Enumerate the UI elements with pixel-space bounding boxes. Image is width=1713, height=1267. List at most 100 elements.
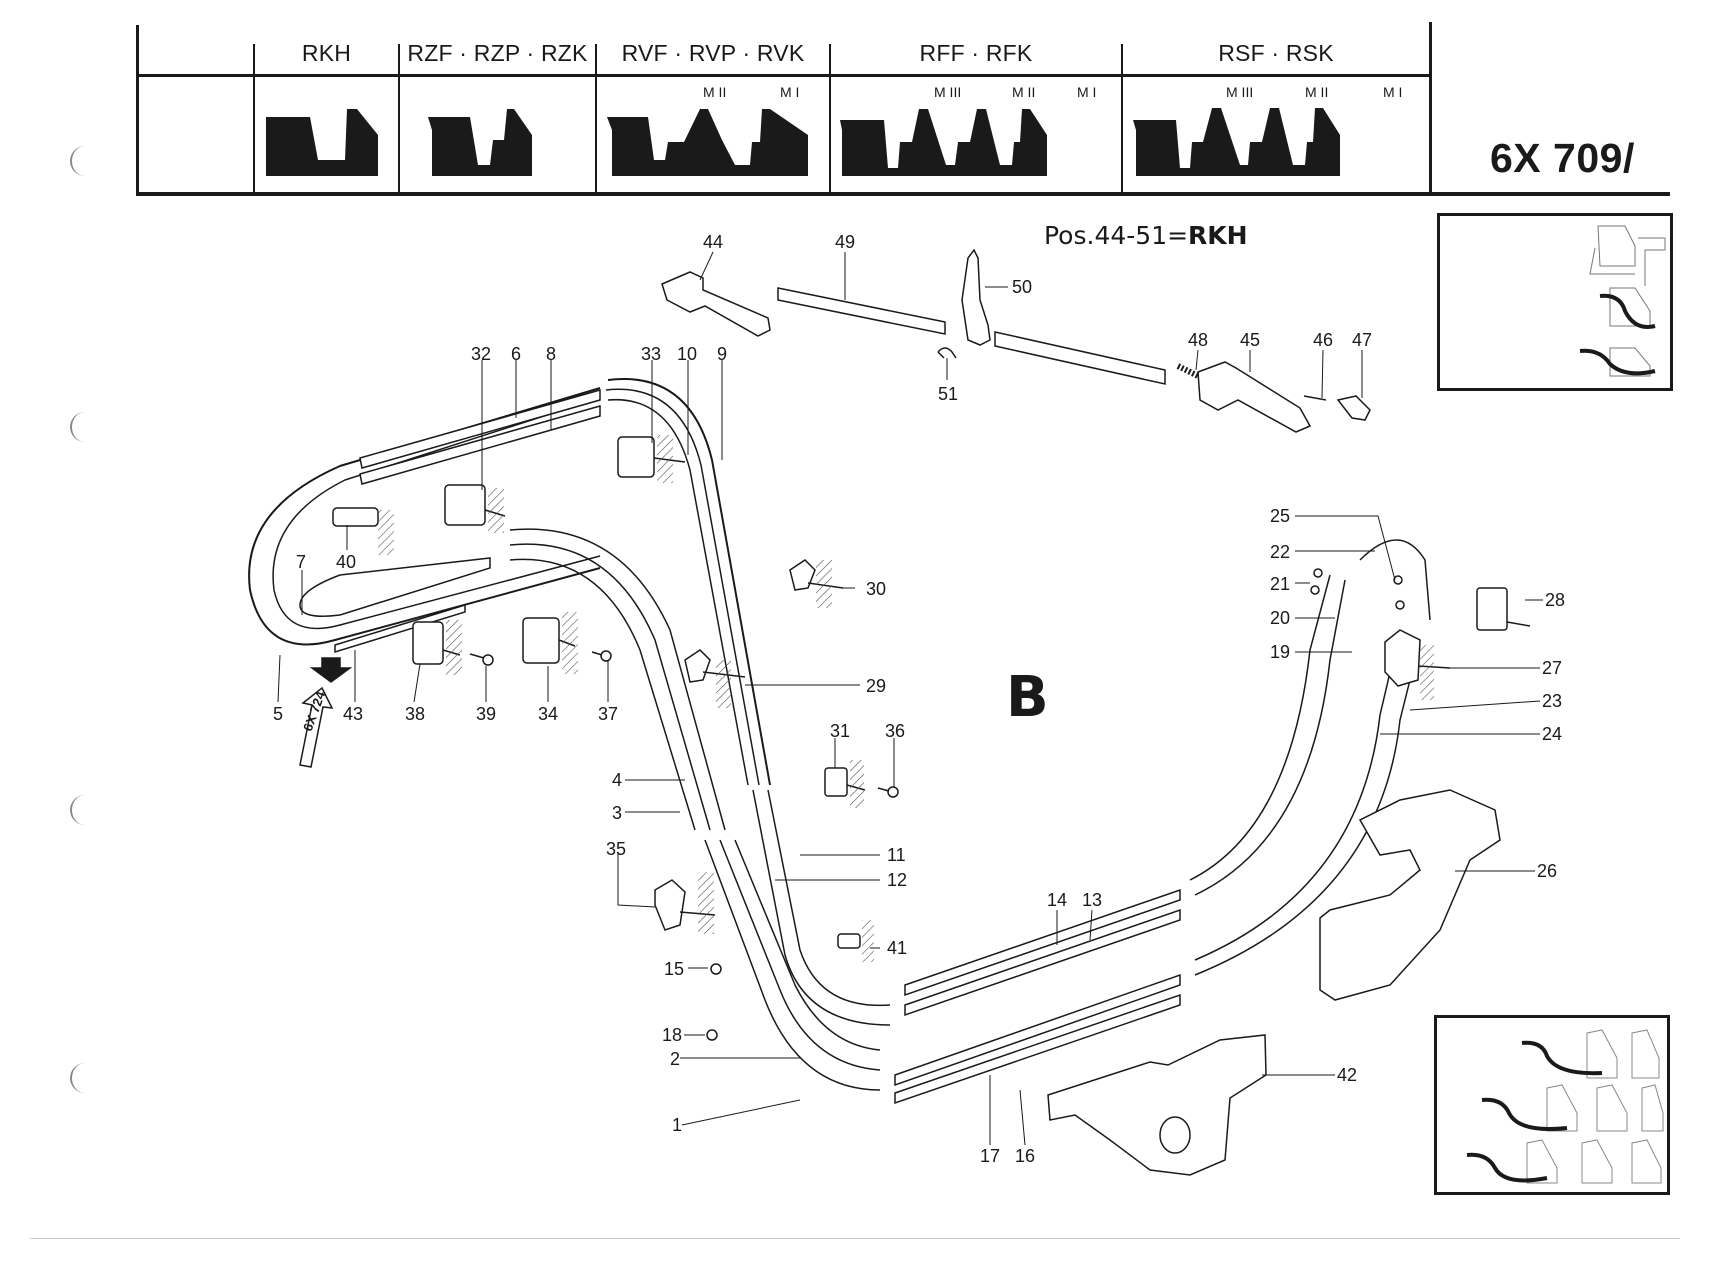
block-33 <box>617 435 686 483</box>
callout-19: 19 <box>1270 642 1291 662</box>
column-title-rsf-rsk: RSF · RSK <box>1218 40 1334 66</box>
screws-21 <box>1310 568 1323 595</box>
rail-2-outer <box>734 839 881 1051</box>
callout-49: 49 <box>835 232 856 252</box>
column-title-rvf-rvp-rvk: RVF · RVP · RVK <box>621 40 805 66</box>
page-bottom-edge <box>30 1238 1680 1239</box>
callout-4: 4 <box>612 770 623 790</box>
rail-22 <box>1359 539 1431 621</box>
profile-rkh-icon <box>266 109 378 176</box>
callout-2: 2 <box>670 1049 681 1069</box>
block-34 <box>522 612 578 674</box>
callout-28: 28 <box>1545 590 1566 610</box>
variant-label: M I <box>1383 84 1403 100</box>
inset-top-drawing <box>1579 225 1666 377</box>
callout-30: 30 <box>866 579 887 599</box>
clip-51 <box>937 347 957 359</box>
screw-15 <box>710 963 722 975</box>
profile-rvf-icon <box>607 109 808 176</box>
rail-11 <box>767 789 891 1007</box>
rail-20 <box>1189 574 1331 881</box>
profile-rzf-icon <box>428 109 532 176</box>
rail-13 <box>904 908 1181 1017</box>
callout-47: 47 <box>1352 330 1373 350</box>
callout-39: 39 <box>476 704 497 724</box>
rail-5-inner <box>272 397 601 630</box>
variant-label: M II <box>1012 84 1036 100</box>
callout-48: 48 <box>1188 330 1209 350</box>
rail-3 <box>509 543 711 831</box>
bracket-26 <box>1319 789 1501 1001</box>
screw-18 <box>706 1029 718 1041</box>
callout-27: 27 <box>1542 658 1563 678</box>
variant-label: M I <box>780 84 800 100</box>
callout-51: 51 <box>938 384 959 404</box>
rail-8 <box>359 405 601 485</box>
callout-23: 23 <box>1542 691 1563 711</box>
binder-hole-icon <box>70 1063 92 1093</box>
callout-6: 6 <box>511 344 522 364</box>
rail-3-outer <box>509 528 726 831</box>
callout-16: 16 <box>1015 1146 1036 1166</box>
callout-24: 24 <box>1542 724 1563 744</box>
callout-21: 21 <box>1270 574 1291 594</box>
rail-7 <box>299 557 491 617</box>
rail-14 <box>904 888 1181 997</box>
rail-16 <box>894 993 1181 1105</box>
callout-17: 17 <box>980 1146 1001 1166</box>
variant-label: M II <box>703 84 727 100</box>
inset-profile-variants-top <box>1437 213 1673 391</box>
position-note: Pos.44-51=RKH <box>1044 221 1248 250</box>
callout-13: 13 <box>1082 890 1103 910</box>
callout-29: 29 <box>866 676 887 696</box>
gear-profile-silhouettes <box>266 108 1340 176</box>
callout-45: 45 <box>1240 330 1261 350</box>
profile-rsf-icon <box>1133 108 1340 176</box>
screw-36 <box>877 786 899 798</box>
callout-33: 33 <box>641 344 662 364</box>
rail-24 <box>1194 629 1401 961</box>
inset-bottom-drawing <box>1466 1029 1664 1184</box>
variant-label: M I <box>1077 84 1097 100</box>
callout-12: 12 <box>887 870 908 890</box>
rail-9-inner <box>605 388 760 786</box>
callout-41: 41 <box>887 938 908 958</box>
inset-profile-variants-bottom <box>1434 1015 1670 1195</box>
rail-23 <box>1194 639 1421 976</box>
header-column-rule <box>253 44 255 194</box>
lever-44 <box>661 271 771 337</box>
section-letter: B <box>1006 665 1049 730</box>
document-number: 6X 709/ <box>1490 135 1635 181</box>
block-31 <box>824 760 866 808</box>
callout-25: 25 <box>1270 506 1291 526</box>
callout-14: 14 <box>1047 890 1068 910</box>
rail-6 <box>359 389 601 469</box>
shaft-49 <box>777 287 946 335</box>
callout-3: 3 <box>612 803 623 823</box>
callout-9: 9 <box>717 344 728 364</box>
callout-8: 8 <box>546 344 557 364</box>
screw-37 <box>591 650 612 662</box>
block-40 <box>332 507 394 555</box>
knob-27 <box>1384 629 1451 700</box>
knob-35 <box>654 872 716 934</box>
variant-label: M III <box>1226 84 1254 100</box>
header-column-rule <box>829 44 831 194</box>
bracket-45 <box>1197 361 1312 433</box>
rail-4 <box>509 558 696 831</box>
binder-hole-icon <box>70 146 92 176</box>
callout-40: 40 <box>336 552 357 572</box>
knob-29 <box>684 649 746 708</box>
callout-42: 42 <box>1337 1065 1358 1085</box>
callout-46: 46 <box>1313 330 1334 350</box>
callout-32: 32 <box>471 344 492 364</box>
rail-12 <box>752 789 891 1026</box>
callout-11: 11 <box>887 845 906 865</box>
callout-34: 34 <box>538 704 559 724</box>
callout-31: 31 <box>830 721 851 741</box>
header-top-left-rule <box>136 25 139 195</box>
rail-10 <box>607 398 749 786</box>
callout-1: 1 <box>672 1115 683 1135</box>
column-title-rzf-rzp-rzk: RZF · RZP · RZK <box>407 40 588 66</box>
